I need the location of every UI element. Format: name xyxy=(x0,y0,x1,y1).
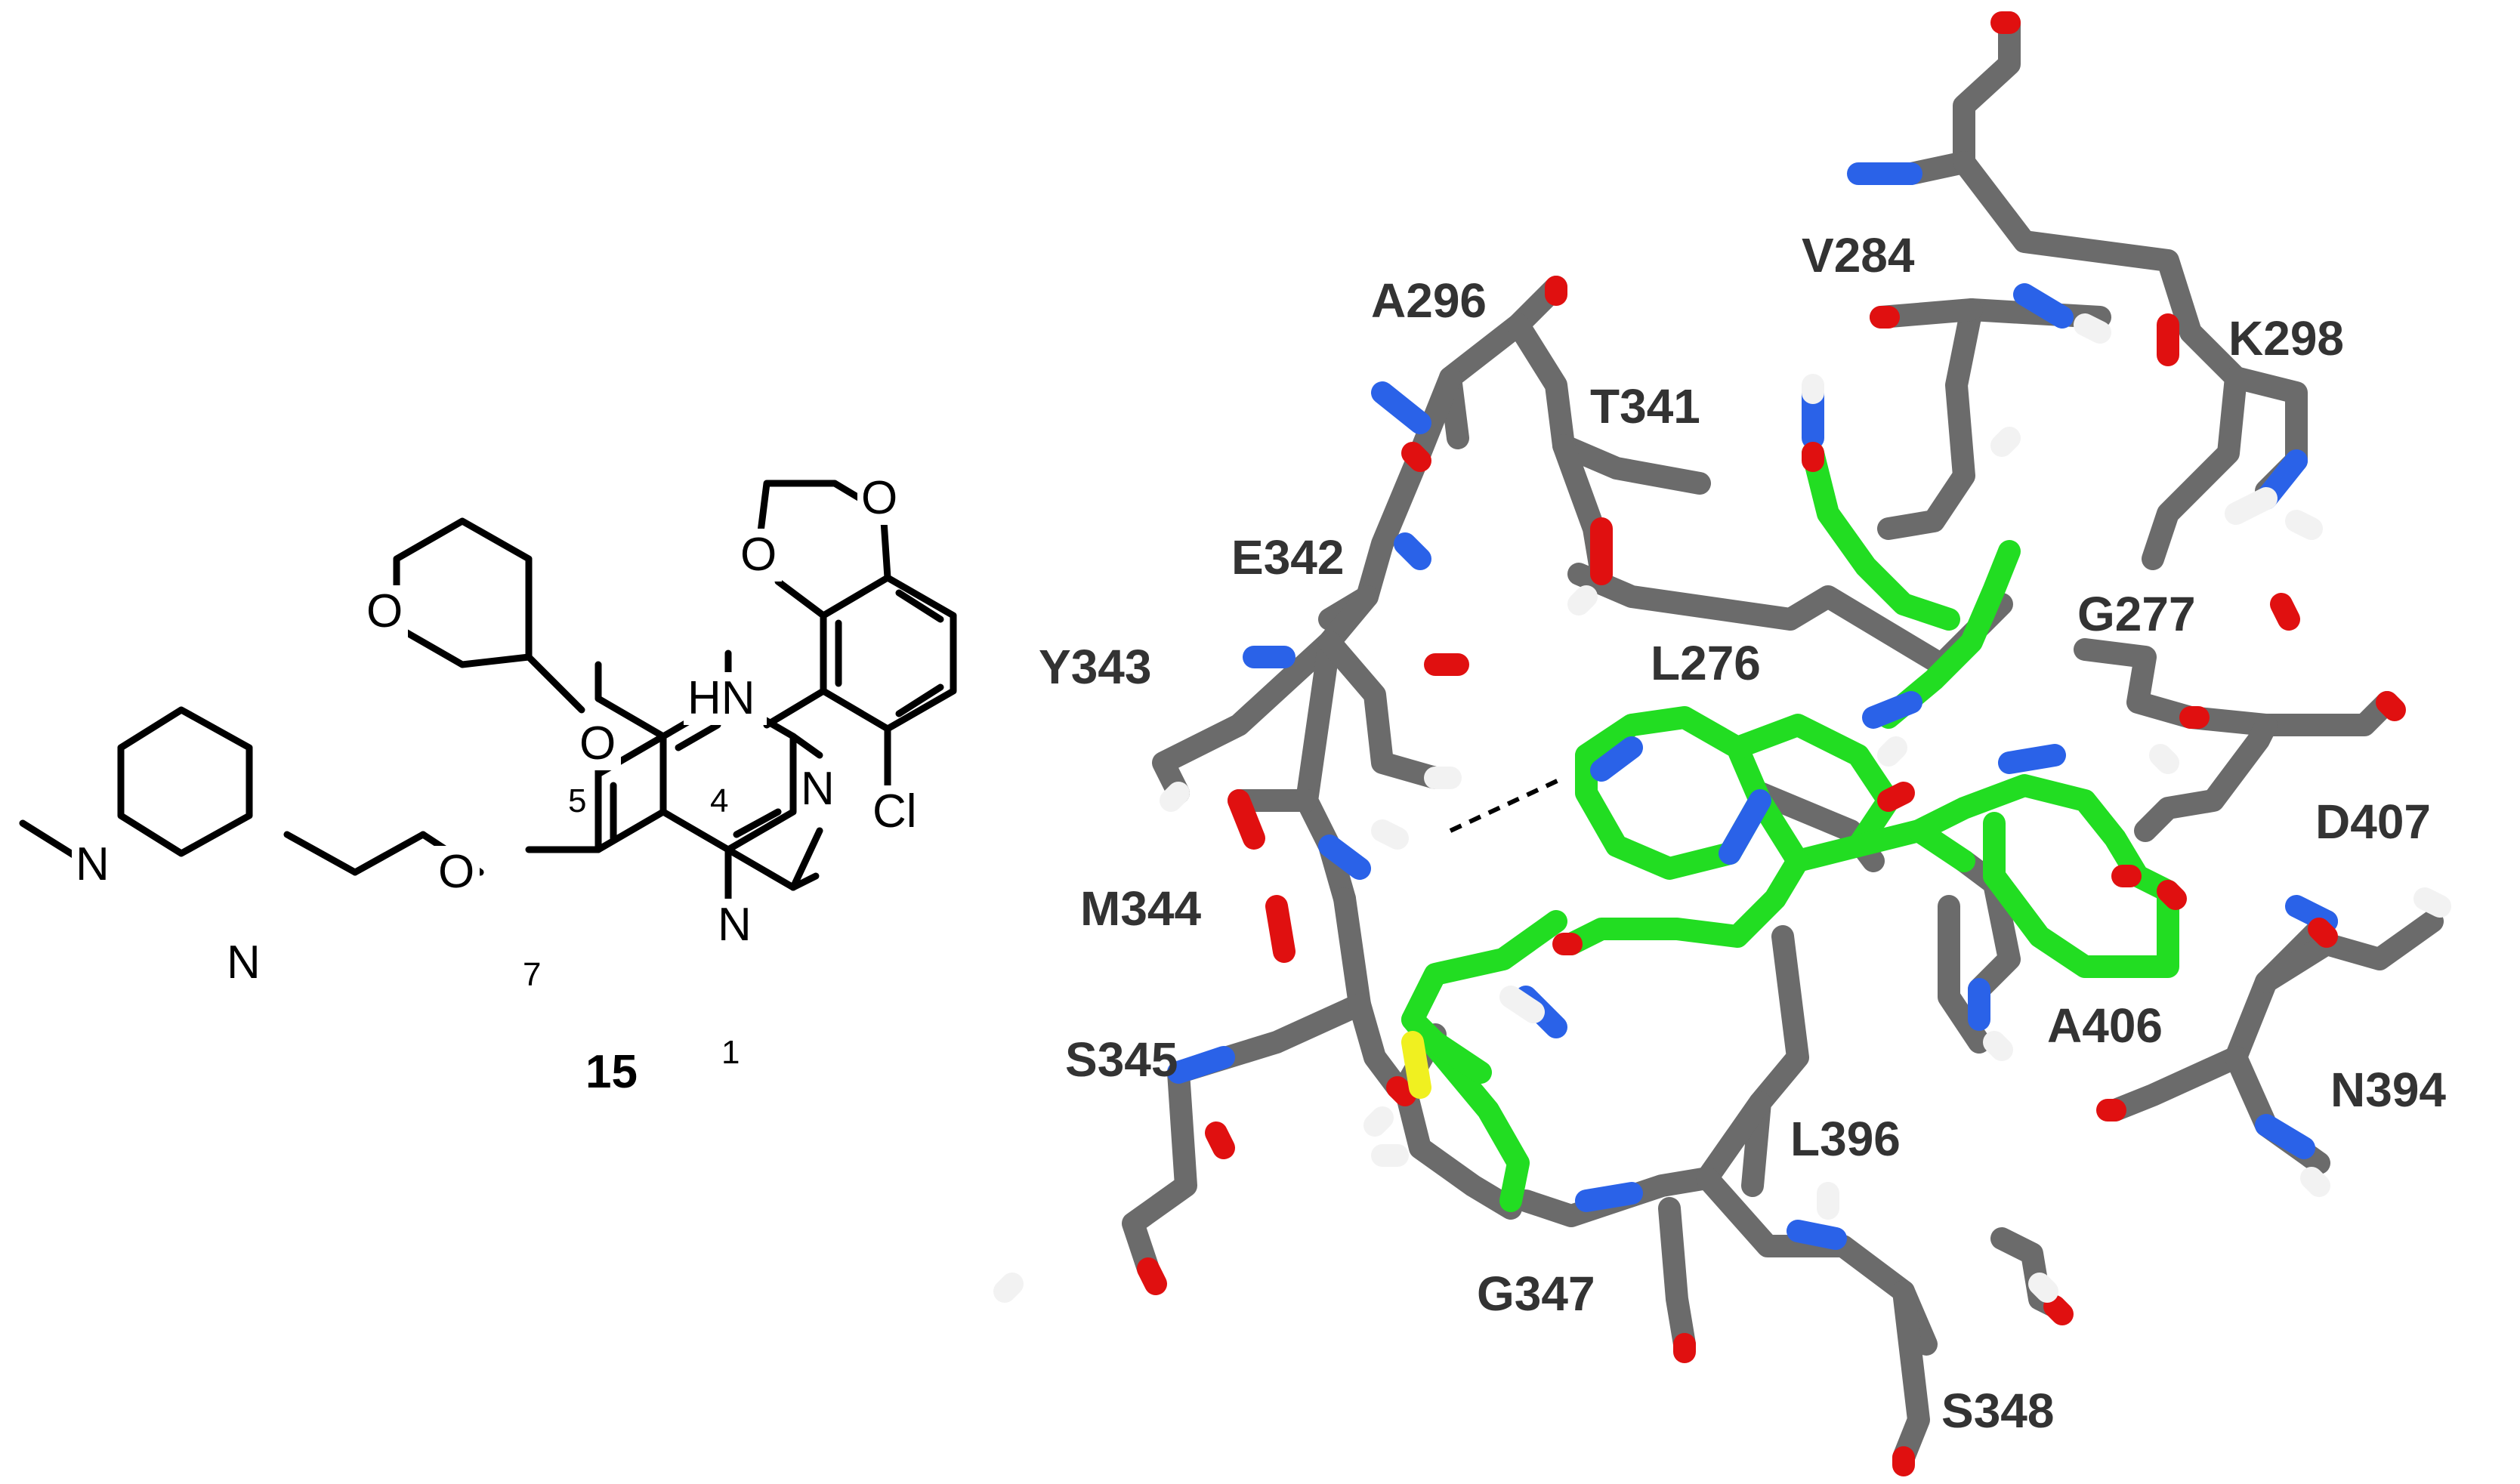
residue-label: M344 xyxy=(1080,881,1202,936)
pyran-ring-bonds xyxy=(393,517,533,668)
residue-label: V284 xyxy=(1802,228,1915,282)
residue-label: G347 xyxy=(1477,1266,1595,1321)
position-number-4: 4 xyxy=(710,782,728,819)
residue-label: K298 xyxy=(2228,311,2344,366)
position-numbers: 1 4 5 7 xyxy=(523,782,740,1071)
residue-labels: V284 A296 T341 K298 E342 Y343 L276 G277 … xyxy=(1039,228,2446,1438)
atom-label-n-piperazine-2: N xyxy=(227,936,261,989)
residue-label: A406 xyxy=(2047,998,2163,1053)
atom-label-hn: HN xyxy=(687,672,755,724)
residue-label: S348 xyxy=(1941,1384,2054,1438)
position-number-7: 7 xyxy=(523,956,541,993)
residue-label: A296 xyxy=(1371,273,1487,328)
residue-label: Y343 xyxy=(1039,640,1151,694)
residue-label: G277 xyxy=(2077,587,2196,641)
position-number-5: 5 xyxy=(568,782,586,819)
ligand-sticks xyxy=(1401,442,2179,1212)
atom-label-cl: Cl xyxy=(872,785,917,838)
atom-label-n-piperazine-1: N xyxy=(76,838,110,890)
compound-label: 15 xyxy=(585,1046,638,1098)
residue-label: T341 xyxy=(1590,379,1700,433)
benzodioxole-ring-bonds xyxy=(820,574,957,733)
atom-label-o7: O xyxy=(438,846,474,898)
residue-label: L396 xyxy=(1790,1112,1901,1166)
atom-labels: HN N N O O O O O Cl N N xyxy=(72,472,929,989)
atom-label-n1: N xyxy=(718,899,752,951)
atom-label-o-dioxole-2: O xyxy=(861,472,897,524)
piperazine-ring-bonds xyxy=(117,706,253,857)
docking-pose xyxy=(993,11,2451,1476)
atom-label-n3: N xyxy=(801,763,835,815)
chemical-structure xyxy=(19,480,957,906)
heteroatom-sticks xyxy=(993,11,2451,1476)
atom-label-o-pyran: O xyxy=(366,585,403,637)
atom-label-o-dioxole-1: O xyxy=(740,529,777,581)
atom-label-o5: O xyxy=(579,717,616,770)
residue-label: L276 xyxy=(1651,636,1761,690)
residue-label: E342 xyxy=(1231,530,1344,585)
protein-sticks xyxy=(1122,11,2444,1469)
position-number-1: 1 xyxy=(721,1034,740,1071)
residue-label: N394 xyxy=(2330,1063,2446,1117)
residue-label: S345 xyxy=(1065,1032,1178,1087)
residue-label: D407 xyxy=(2315,794,2431,849)
hydrogen-bond-line xyxy=(1449,776,1565,833)
